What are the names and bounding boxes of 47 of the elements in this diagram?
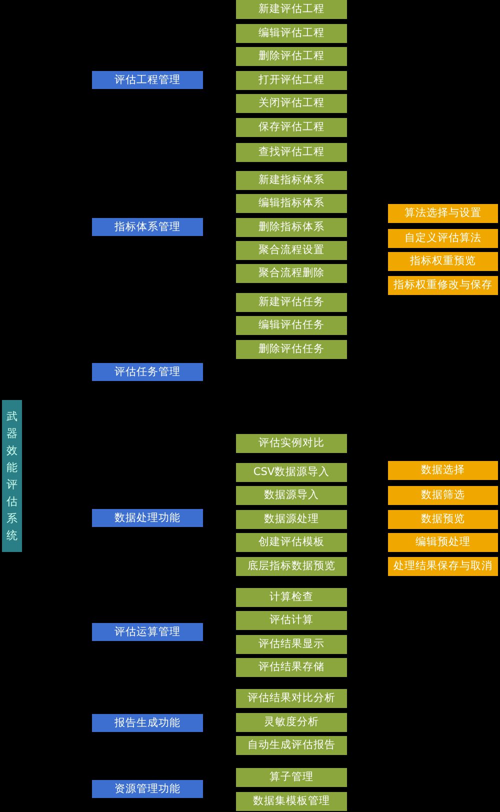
subfunction-box: 编辑预处理 [388,532,498,552]
subfunction-box: 算法选择与设置 [388,204,498,222]
function-box: 底层指标数据预览 [236,556,347,576]
function-box: 评估结果对比分析 [236,688,347,708]
subfunction-box: 自定义评估算法 [388,228,498,248]
module-box: 资源管理功能 [92,780,203,798]
function-box: 删除评估任务 [236,340,347,358]
function-box: 数据源处理 [236,510,347,528]
function-box: 评估结果显示 [236,634,347,654]
module-box: 评估工程管理 [92,71,203,89]
function-box: 关闭评估工程 [236,94,347,112]
function-box: 聚合流程设置 [236,240,347,260]
function-box: 自动生成评估报告 [236,736,347,754]
function-box: 编辑评估任务 [236,316,347,334]
function-box: 编辑评估工程 [236,24,347,42]
subfunction-box: 数据选择 [388,460,498,480]
function-box: 删除指标体系 [236,218,347,236]
module-box: 报告生成功能 [92,714,203,732]
function-box: 新建评估任务 [236,292,347,312]
function-box: 查找评估工程 [236,142,347,162]
function-box: 评估计算 [236,610,347,630]
function-box: 灵敏度分析 [236,712,347,732]
function-box: 创建评估模板 [236,532,347,552]
module-box: 评估任务管理 [92,363,203,381]
function-box: 数据集模板管理 [236,792,347,810]
subfunction-box: 数据预览 [388,510,498,528]
subfunction-box: 指标权重修改与保存 [388,276,498,294]
function-box: 打开评估工程 [236,70,347,90]
function-box: 评估结果存储 [236,658,347,676]
function-box: CSV数据源导入 [236,462,347,482]
system-bar: 武器效能评估系统 [2,400,22,552]
module-box: 指标体系管理 [92,218,203,236]
function-box: 新建评估工程 [236,0,347,18]
function-box: 保存评估工程 [236,118,347,136]
function-box: 算子管理 [236,768,347,786]
subfunction-box: 指标权重预览 [388,252,498,270]
module-box: 数据处理功能 [92,509,203,527]
function-box: 新建指标体系 [236,170,347,190]
function-box: 评估实例对比 [236,434,347,452]
subfunction-box: 数据筛选 [388,486,498,504]
function-box: 聚合流程删除 [236,264,347,282]
function-box: 计算检查 [236,588,347,606]
function-box: 数据源导入 [236,486,347,504]
function-box: 编辑指标体系 [236,194,347,212]
function-box: 删除评估工程 [236,46,347,66]
subfunction-box: 处理结果保存与取消 [388,556,498,576]
module-box: 评估运算管理 [92,623,203,641]
